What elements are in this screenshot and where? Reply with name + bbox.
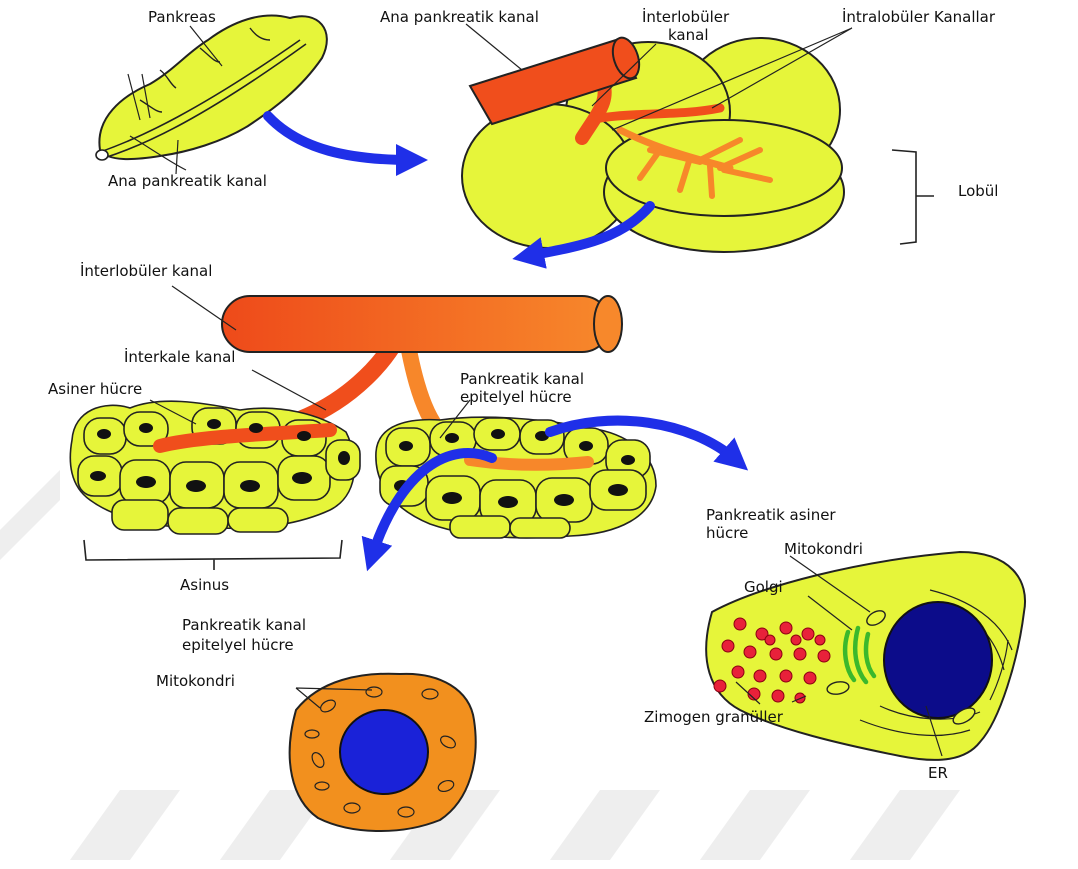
label-er: ER (928, 764, 948, 783)
label-interlobuler-top-2: kanal (668, 26, 708, 45)
label-asiner-detail-2: hücre (706, 524, 748, 543)
label-kanal-epitel-1: Pankreatik kanal (460, 370, 584, 389)
pancreas-organ (96, 15, 327, 170)
acinus-left (70, 401, 360, 534)
label-lobul: Lobül (958, 182, 998, 201)
lobule-bracket (892, 150, 934, 244)
label-asiner-detail-1: Pankreatik asiner (706, 506, 836, 525)
asinus-bracket (84, 540, 342, 570)
label-epitel-detail-2: epitelyel hücre (182, 636, 294, 655)
label-epitel-detail-1: Pankreatik kanal (182, 616, 306, 635)
label-kanal-epitel-2: epitelyel hücre (460, 388, 572, 407)
label-ana-kanal-bottom: Ana pankreatik kanal (108, 172, 267, 191)
label-asiner-hucre: Asiner hücre (48, 380, 142, 399)
label-golgi: Golgi (744, 578, 783, 597)
label-interkale-kanal: İnterkale kanal (124, 348, 235, 367)
label-interlobuler-kanal: İnterlobüler kanal (80, 262, 212, 281)
label-interlobuler-top-1: İnterlobüler (642, 8, 729, 27)
arrow-pancreas-to-lobule (268, 116, 412, 160)
duct-epithelial-cell-detail (290, 674, 476, 831)
label-ana-kanal-top: Ana pankreatik kanal (380, 8, 539, 27)
label-mitokondri-left: Mitokondri (156, 672, 235, 691)
label-pankreas: Pankreas (148, 8, 216, 27)
label-asinus: Asinus (180, 576, 229, 595)
label-mitokondri-right: Mitokondri (784, 540, 863, 559)
label-zimogen: Zimogen granüller (644, 708, 783, 727)
label-intralobuler: İntralobüler Kanallar (842, 8, 995, 27)
